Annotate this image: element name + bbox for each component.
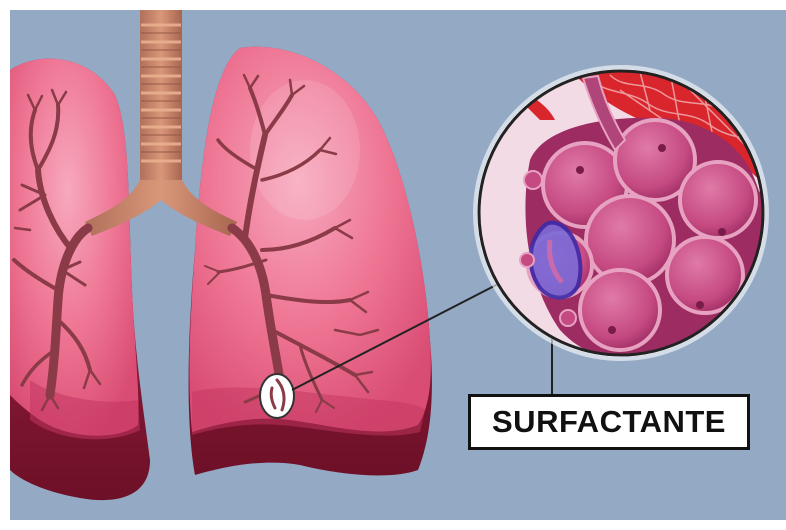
surfactant-label: SURFACTANTE [492, 404, 726, 440]
surfactant-label-box: SURFACTANTE [468, 394, 750, 450]
alveolus-marker [260, 374, 294, 418]
